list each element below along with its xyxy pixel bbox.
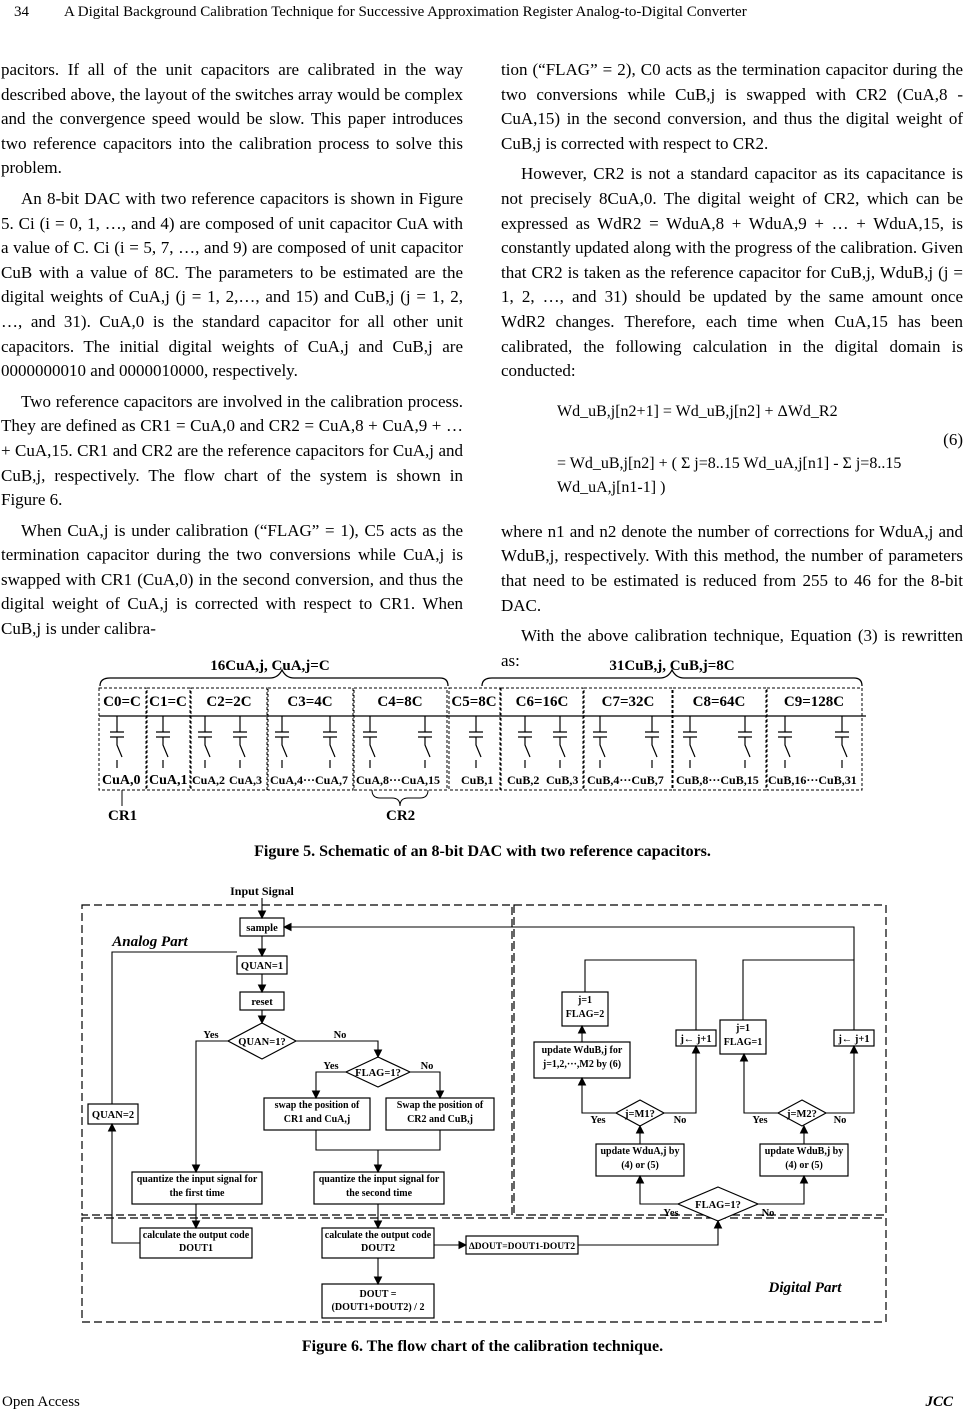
brace-right-label: 31CuB,j, CuB,j=8C [609,658,734,674]
group-label: C1=C [149,694,187,710]
swap2-box: Swap the position of CR2 and CuB,j [396,1100,484,1125]
cap-label: CuB,3 [546,773,578,787]
group-label: C0=C [103,694,141,710]
paragraph: where n1 and n2 denote the number of cor… [501,521,963,615]
yes-label: Yes [323,1061,338,1072]
flag-decision: FLAG=1? [355,1068,401,1079]
yes-label: Yes [663,1208,678,1219]
cap-label: CuA,0 [102,773,141,788]
running-title: A Digital Background Calibration Techniq… [64,4,747,20]
quantize-second-box: quantize the input signal for the second… [318,1174,440,1199]
page-number: 34 [14,4,29,20]
quan-decision: QUAN=1? [238,1037,285,1048]
cap-label: CuB,16···CuB,31 [768,773,857,787]
group-label: C2=2C [206,694,251,710]
yes-label: Yes [752,1115,767,1126]
reset-box: reset [251,997,273,1008]
analog-part-label: Analog Part [111,934,188,950]
flag-decision-2: FLAG=1? [695,1200,741,1211]
no-label: No [834,1115,847,1126]
cap-label: CuB,2 [507,773,539,787]
journal-abbrev: JCC [925,1394,953,1410]
no-label: No [334,1030,347,1041]
figure-5-caption: Figure 5. Schematic of an 8-bit DAC with… [254,843,711,860]
figure-6-caption: Figure 6. The flow chart of the calibrat… [301,1338,664,1355]
digital-part-label: Digital Part [768,1280,843,1296]
quan1-box: QUAN=1 [241,961,283,972]
equation-line-1: Wd_uB,j[n2+1] = Wd_uB,j[n2] + ΔWd_R2 [557,402,838,420]
equation-line-2: = Wd_uB,j[n2] + ( Σ j=8..15 Wd_uA,j[n1] … [557,454,902,497]
jm1-decision: j=M1? [624,1109,655,1120]
yes-label: Yes [203,1030,218,1041]
j-increment-box: j← j+1 [679,1034,711,1045]
equation-6: Wd_uB,j[n2+1] = Wd_uB,j[n2] + ΔWd_R2 = W… [501,390,963,510]
cap-label: CuA,1 [149,773,188,788]
cr2-label: CR2 [386,808,415,824]
cap-label: CuA,3 [229,773,262,787]
equation-number: (6) [943,429,963,449]
brace-left-label: 16CuA,j, CuA,j=C [210,658,329,674]
paragraph: With the above calibration technique, Eq… [501,626,963,670]
j1-flag2-box: j=1 FLAG=2 [565,995,605,1020]
cr1-label: CR1 [108,808,137,824]
quan2-box: QUAN=2 [92,1110,134,1121]
paragraph: tion (“FLAG” = 2), C0 acts as the termin… [501,60,963,153]
group-label: C5=8C [451,694,496,710]
sample-box: sample [246,923,278,934]
group-label: C3=4C [287,694,332,710]
group-label: C4=8C [377,694,422,710]
update-wdub-box: update WduB,j by (4) or (5) [764,1146,844,1171]
cap-label: CuB,8···CuB,15 [676,773,759,787]
yes-label: Yes [590,1115,605,1126]
cap-label: CuB,4···CuB,7 [587,773,664,787]
no-label: No [674,1115,687,1126]
calc-dout1-box: calculate the output code DOUT1 [142,1230,250,1254]
paragraph: When CuA,j is under calibration (“FLAG” … [1,520,463,639]
update-wdua-box: update WduA,j by (4) or (5) [600,1146,680,1171]
right-column: tion (“FLAG” = 2), C0 acts as the termin… [501,58,963,679]
group-label: C6=16C [516,694,569,710]
group-label: C9=128C [784,694,844,710]
no-label: No [762,1208,775,1219]
group-label: C8=64C [693,694,746,710]
no-label: No [421,1061,434,1072]
delta-dout-box: ΔDOUT=DOUT1-DOUT2 [469,1242,576,1252]
update-wdub-eq6-box: update WduB,j for j=1,2,···,M2 by (6) [541,1045,623,1070]
jm2-decision: j=M2? [786,1109,817,1120]
paragraph: pacitors. If all of the unit capacitors … [1,60,463,178]
cap-label: CuA,8···CuA,15 [356,773,440,787]
swap1-box: swap the position of CR1 and CuA,j [274,1100,360,1125]
page-header: 34 A Digital Background Calibration Tech… [0,4,965,24]
j-increment-box: j← j+1 [837,1034,869,1045]
quantize-first-box: quantize the input signal for the first … [136,1174,258,1199]
paragraph: An 8-bit DAC with two reference capacito… [1,188,463,381]
group-label: C7=32C [602,694,655,710]
paragraph: Two reference capacitors are involved in… [1,391,463,510]
j1-flag1-box: j=1 FLAG=1 [723,1023,763,1048]
cap-label: CuA,4···CuA,7 [270,773,348,787]
open-access-label: Open Access [2,1394,80,1410]
calc-dout2-box: calculate the output code DOUT2 [324,1230,432,1254]
left-column: pacitors. If all of the unit capacitors … [1,58,463,648]
paragraph: However, CR2 is not a standard capacitor… [501,164,963,381]
cap-label: CuA,2 [192,773,225,787]
input-signal-label: Input Signal [230,884,294,898]
figure-5-schematic: 16CuA,j, CuA,j=C 31CuB,j, CuB,j=8C C0=C … [98,658,866,824]
dout-average-box: DOUT = (DOUT1+DOUT2) / 2 [331,1289,425,1313]
figure-6-flowchart: Input Signal Analog Part Digital Part [81,884,887,1323]
cap-label: CuB,1 [461,773,493,787]
